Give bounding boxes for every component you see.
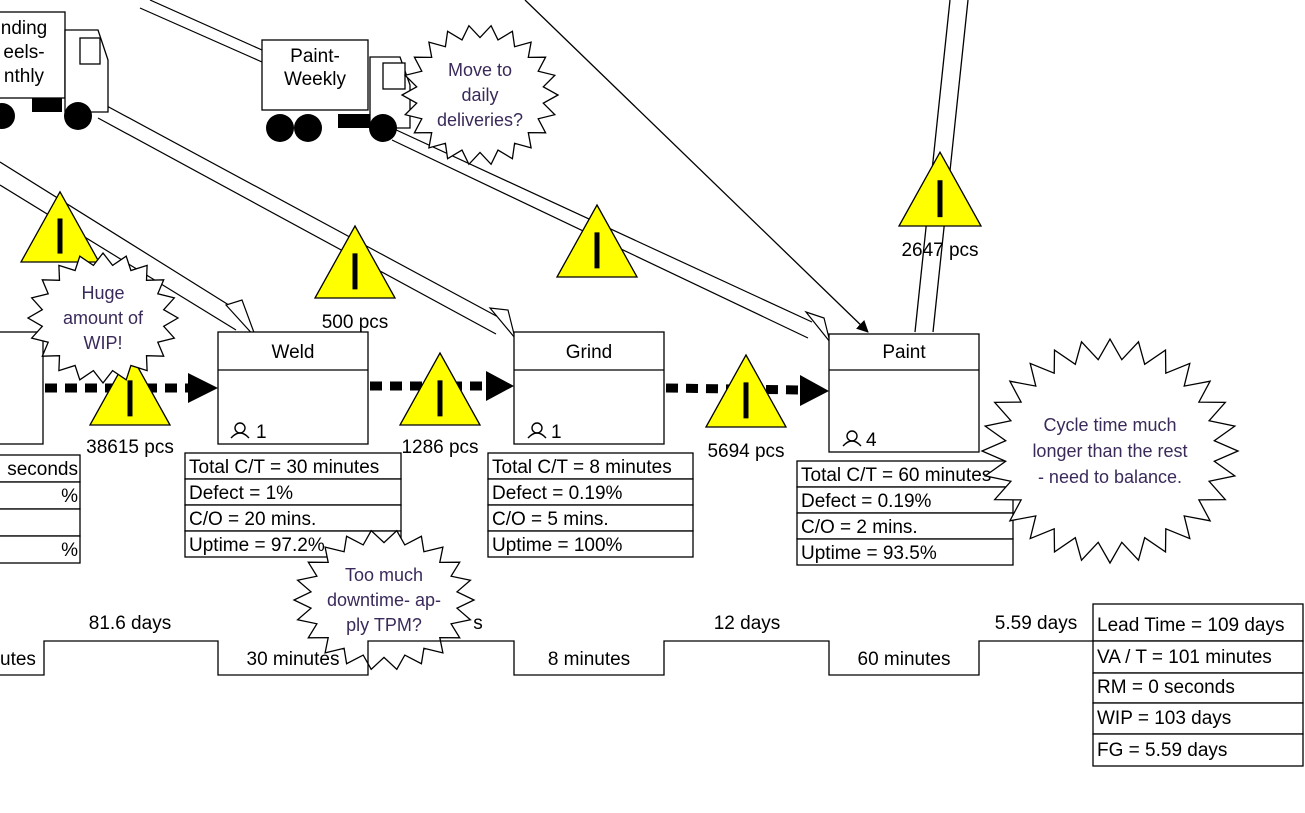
kaizen-text: ply TPM? [346, 615, 422, 635]
burst-icon [292, 529, 476, 671]
timeline-process-time: 30 minutes [247, 649, 340, 670]
summary-row: Lead Time = 109 days [1097, 615, 1285, 636]
timeline-process-time: utes [0, 649, 36, 670]
kaizen-burst: Cycle time much longer than the rest - nee… [980, 337, 1240, 565]
wheel-icon [294, 114, 322, 142]
kaizen-text: amount of [63, 308, 144, 328]
kaizen-burst: Too much downtime- ap-ply TPM? [292, 529, 476, 671]
timeline-fragment: s [473, 613, 483, 634]
process-name: Weld [272, 342, 315, 363]
data-row: C/O = 5 mins. [492, 509, 609, 530]
truck-label-line: nthly [4, 66, 45, 87]
process-box-partial [0, 331, 44, 445]
summary-row: WIP = 103 days [1097, 708, 1231, 729]
inventory-triangle: 1286 pcs [398, 351, 482, 458]
inventory-quantity: 5694 pcs [707, 441, 784, 462]
inventory-triangle: 500 pcs [313, 224, 397, 333]
burst-icon [980, 337, 1240, 565]
process-box-grind: Grind 1 [513, 331, 665, 445]
process-box-paint: Paint 4 [828, 333, 980, 453]
wheel-icon [64, 102, 92, 130]
push-arrow-to-grind [104, 104, 501, 319]
truck-paint-weekly: Paint- Weekly [261, 39, 411, 142]
truck-label-line: eels- [3, 42, 44, 63]
inventory-quantity: 38615 pcs [86, 437, 174, 458]
data-row: % [61, 486, 78, 507]
operator-count: 1 [551, 422, 562, 443]
timeline: 81.6 days s 12 days 5.59 days utes 30 mi… [0, 613, 1093, 676]
data-row: Defect = 1% [189, 483, 293, 504]
process-data-box-partial: seconds%% [0, 454, 81, 564]
wheel-icon [369, 114, 397, 142]
truck-left: nding eels- nthly [0, 11, 109, 130]
timeline-wait-time: 81.6 days [89, 613, 171, 634]
inventory-triangle [19, 190, 101, 263]
process-name: Paint [882, 342, 926, 363]
kaizen-text: downtime- ap- [327, 590, 441, 610]
data-row: Total C/T = 60 minutes [801, 465, 991, 486]
truck-label-line: nding [1, 18, 48, 39]
kaizen-burst: Move to daily deliveries? [400, 24, 560, 166]
summary-row: FG = 5.59 days [1097, 740, 1227, 761]
summary-row: RM = 0 seconds [1097, 677, 1235, 698]
info-flow-line [524, 0, 869, 333]
inventory-triangle [555, 203, 639, 278]
truck-label-line: Weekly [284, 69, 346, 90]
lead-time-summary: Lead Time = 109 days VA / T = 101 minutes… [1092, 603, 1304, 767]
inventory-quantity: 500 pcs [322, 312, 389, 333]
process-name: Grind [566, 342, 612, 363]
timeline-wait-time: 12 days [714, 613, 781, 634]
kaizen-text: Too much [345, 565, 423, 585]
inventory-triangle: 38615 pcs [86, 351, 174, 458]
inventory-triangle: 2647 pcs [897, 150, 983, 261]
data-row: % [61, 540, 78, 561]
operator-count: 4 [866, 430, 877, 451]
kaizen-burst: Huge amount of WIP! [26, 251, 180, 385]
burst-icon [400, 24, 560, 166]
data-row: Uptime = 100% [492, 535, 623, 556]
data-row: Uptime = 97.2% [189, 535, 325, 556]
burst-icon [26, 251, 180, 385]
data-row: seconds [7, 459, 78, 480]
data-row: C/O = 2 mins. [801, 517, 918, 538]
timeline-process-time: 60 minutes [858, 649, 951, 670]
kaizen-bursts: Move to daily deliveries? Huge amount of WIP!… [26, 24, 1240, 671]
inventory-quantity: 2647 pcs [901, 240, 978, 261]
kaizen-text: Cycle time much [1043, 415, 1176, 435]
inventory-triangle: 5694 pcs [704, 353, 788, 462]
push-arrow-to-weld [0, 161, 241, 313]
wheel-icon [266, 114, 294, 142]
data-row: Defect = 0.19% [492, 483, 623, 504]
operator-icon [842, 430, 862, 447]
process-box-weld: Weld 1 [217, 331, 369, 445]
inventory-triangles: 38615 pcs 1286 pcs 5694 pcs 500 pcs 2647 pcs [19, 150, 983, 462]
operator-icon [527, 422, 547, 439]
wheel-icon [0, 103, 15, 129]
kaizen-text: Huge [81, 283, 124, 303]
kaizen-text: longer than the rest [1032, 441, 1187, 461]
data-row: Defect = 0.19% [801, 491, 932, 512]
kaizen-text: - need to balance. [1038, 467, 1182, 487]
kaizen-text: WIP! [84, 333, 123, 353]
kaizen-text: Move to [448, 60, 512, 80]
kaizen-text: daily [461, 85, 498, 105]
inventory-quantity: 1286 pcs [401, 437, 478, 458]
operator-count: 1 [256, 422, 267, 443]
data-row: Uptime = 93.5% [801, 543, 937, 564]
data-row: Total C/T = 8 minutes [492, 457, 672, 478]
data-row: Total C/T = 30 minutes [189, 457, 379, 478]
operator-icon [230, 422, 250, 439]
timeline-wait-time: 5.59 days [995, 613, 1077, 634]
data-row: C/O = 20 mins. [189, 509, 316, 530]
kaizen-text: deliveries? [437, 110, 523, 130]
timeline-process-time: 8 minutes [548, 649, 630, 670]
truck-label-line: Paint- [290, 46, 340, 67]
summary-row: VA / T = 101 minutes [1097, 647, 1272, 668]
